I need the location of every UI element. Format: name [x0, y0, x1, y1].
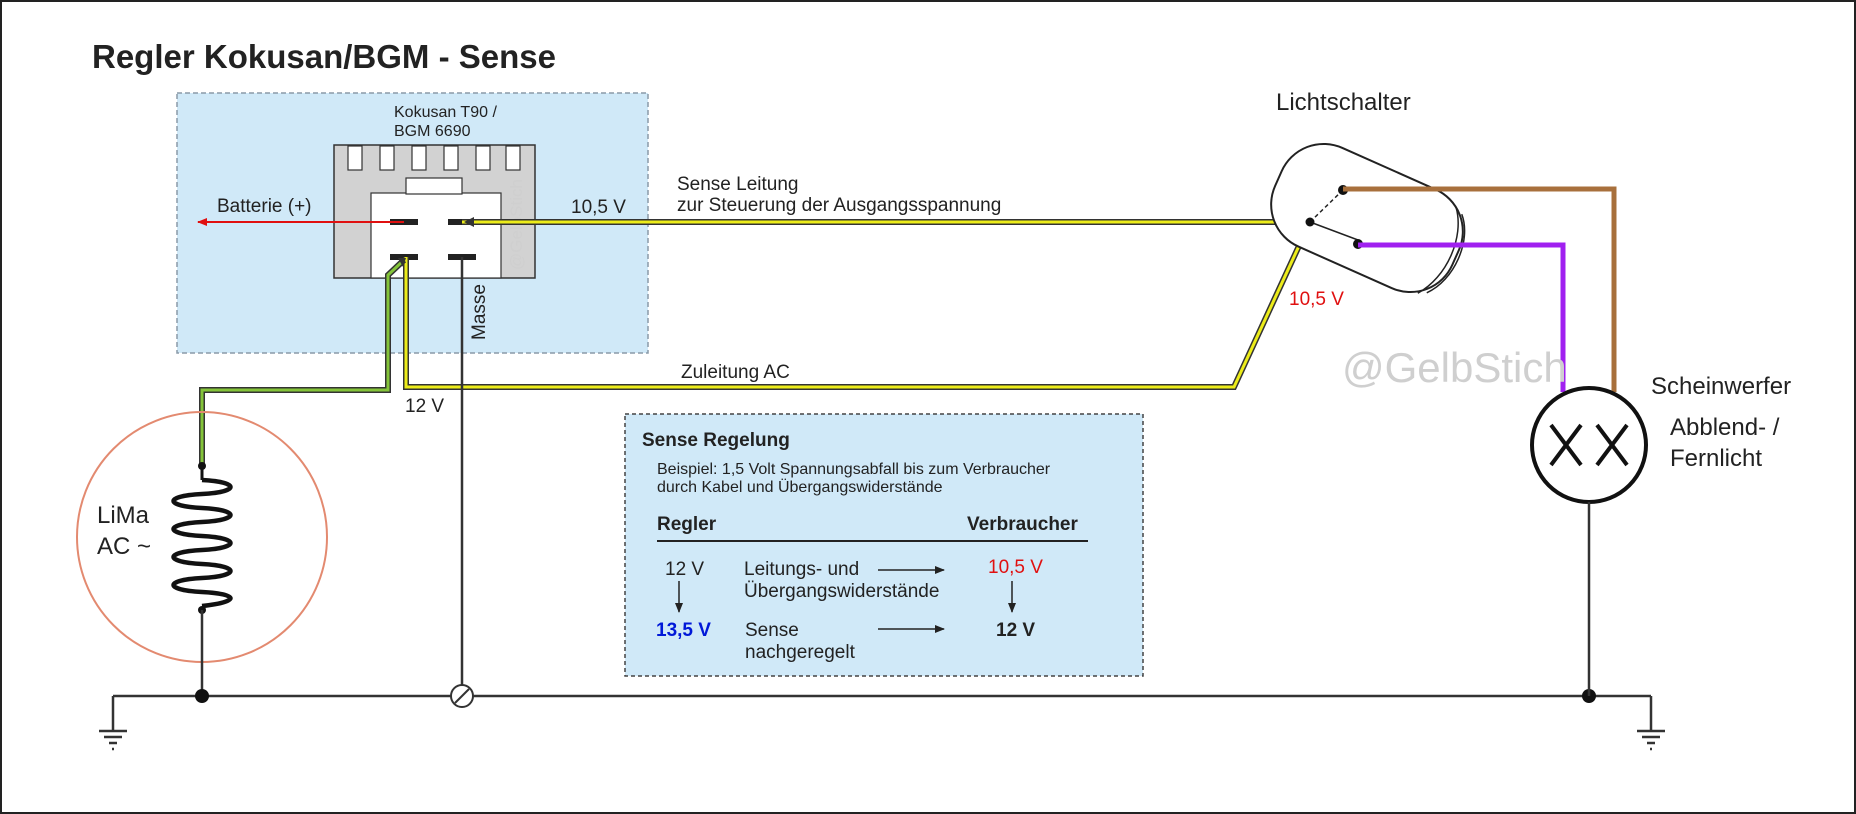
- sense-wire: [462, 217, 1310, 227]
- brown-wire: [1343, 186, 1617, 392]
- info-row1-regler: 12 V: [665, 559, 704, 580]
- regulator-model-line1: Kokusan T90 /: [394, 104, 497, 121]
- lima-ac-label: AC ~: [97, 533, 151, 560]
- info-row2-desc-line2: nachgeregelt: [745, 642, 856, 663]
- purple-wire: [1358, 242, 1566, 392]
- ac-supply-wire: [403, 220, 1313, 390]
- info-desc-line2: durch Kabel und Übergangswiderstände: [657, 478, 943, 496]
- info-col-regler: Regler: [657, 514, 717, 535]
- sense-line-label: Sense Leitung: [677, 174, 799, 195]
- info-col-verbraucher: Verbraucher: [967, 514, 1078, 535]
- ac-voltage-label: 12 V: [405, 396, 444, 417]
- switch-voltage-label: 10,5 V: [1289, 289, 1344, 310]
- regulator-icon: [333, 144, 536, 279]
- lima-coil-icon: [171, 462, 233, 696]
- info-heading: Sense Regelung: [642, 430, 790, 451]
- lima-label: LiMa: [97, 502, 150, 529]
- lima-wire: [199, 257, 407, 466]
- ground-terminal-icon: [450, 684, 474, 708]
- headlight-lamp-icon: [1530, 386, 1648, 696]
- ground-symbol-right-icon: [1637, 729, 1665, 751]
- info-row2-regler: 13,5 V: [656, 620, 711, 641]
- masse-label: Masse: [469, 284, 490, 340]
- lamp-label-line1: Abblend- /: [1670, 414, 1780, 441]
- info-row1-verbraucher: 10,5 V: [988, 557, 1043, 578]
- info-row1-desc-line1: Leitungs- und: [744, 559, 859, 580]
- lamp-label-line2: Fernlicht: [1670, 445, 1762, 472]
- info-desc-line1: Beispiel: 1,5 Volt Spannungsabfall bis z…: [657, 461, 1051, 478]
- lichtschalter-label: Lichtschalter: [1276, 89, 1411, 116]
- diagram-title: Regler Kokusan/BGM - Sense: [92, 38, 556, 75]
- regulator-model-line2: BGM 6690: [394, 123, 471, 140]
- watermark: @GelbStich: [1342, 344, 1567, 391]
- sense-info-box: [624, 413, 1144, 677]
- light-switch-icon: [1270, 142, 1466, 294]
- ground-symbol-left-icon: [99, 729, 127, 751]
- scheinwerfer-label: Scheinwerfer: [1651, 373, 1791, 400]
- ground-bus: [111, 689, 1653, 730]
- battery-label: Batterie (+): [217, 196, 312, 217]
- sense-line-desc: zur Steuerung der Ausgangsspannung: [677, 195, 1001, 216]
- zuleitung-label: Zuleitung AC: [681, 362, 790, 383]
- info-row2-desc-line1: Sense: [745, 620, 799, 641]
- info-row1-desc-line2: Übergangswiderstände: [744, 581, 939, 602]
- info-row2-verbraucher: 12 V: [996, 620, 1035, 641]
- sense-voltage-label: 10,5 V: [571, 197, 626, 218]
